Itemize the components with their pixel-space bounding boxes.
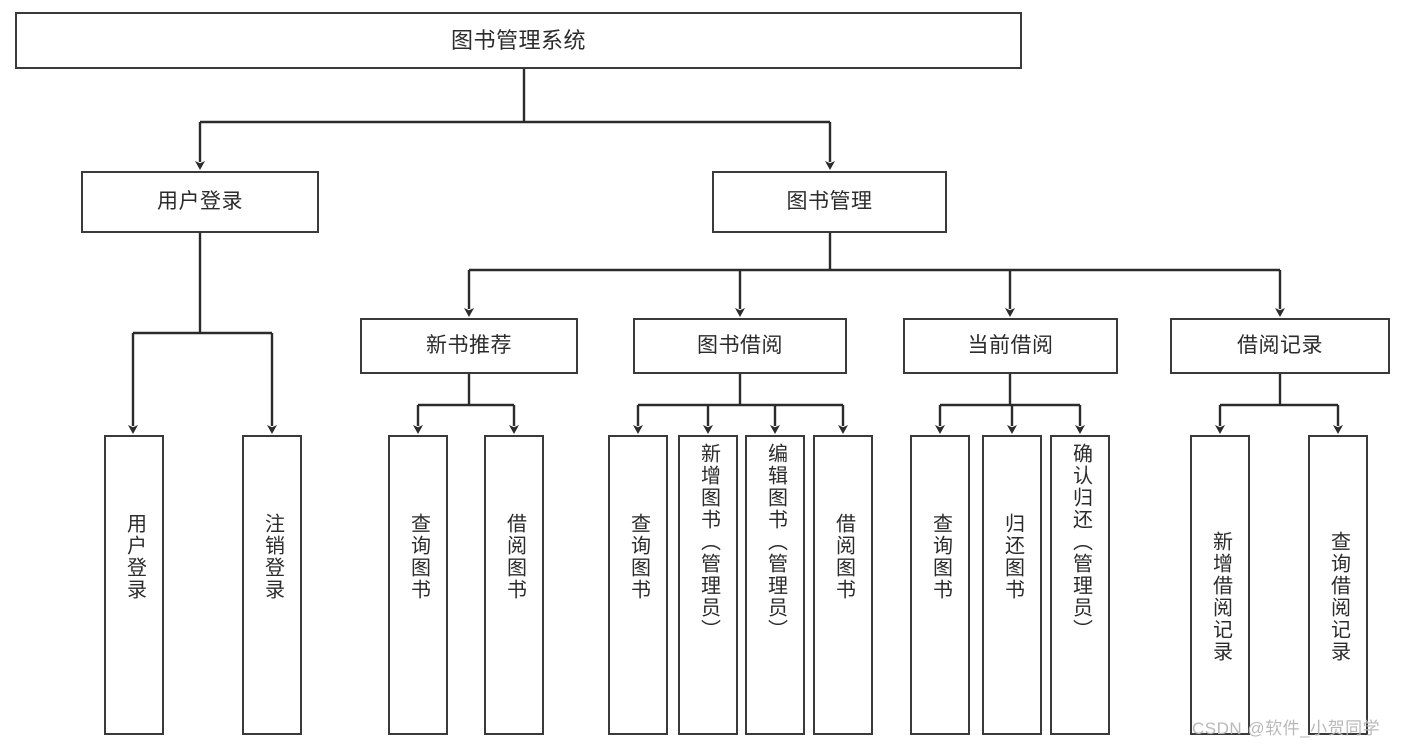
node-leaf-query-book-3[interactable]: 查询图书 [910,435,970,735]
node-leaf-add-book-label: 新增图书（管理员） [697,443,720,641]
node-leaf-query-borrow-record[interactable]: 查询借阅记录 [1308,435,1368,735]
csdn-watermark: CSDN @软件_小贺同学 [1192,719,1381,738]
node-leaf-return-book[interactable]: 归还图书 [982,435,1042,735]
node-leaf-query-book-1[interactable]: 查询图书 [388,435,448,735]
node-book-manage[interactable]: 图书管理 [712,171,947,233]
node-current-borrow[interactable]: 当前借阅 [903,318,1118,374]
node-new-book-recommend-label: 新书推荐 [426,333,512,357]
node-root-label: 图书管理系统 [450,27,586,53]
node-borrow-record-label: 借阅记录 [1237,333,1323,357]
node-leaf-confirm-return-label: 确认归还（管理员） [1069,443,1092,641]
node-root[interactable]: 图书管理系统 [15,12,1022,69]
node-leaf-query-book-1-label: 查询图书 [407,513,430,601]
node-new-book-recommend[interactable]: 新书推荐 [360,318,578,374]
node-leaf-add-borrow-record[interactable]: 新增借阅记录 [1190,435,1250,735]
node-leaf-borrow-book-2-label: 借阅图书 [832,513,855,601]
node-leaf-user-login[interactable]: 用户登录 [104,435,164,735]
node-leaf-add-borrow-record-label: 新增借阅记录 [1209,531,1232,663]
node-leaf-user-login-label: 用户登录 [123,513,146,601]
node-user-login-label: 用户登录 [157,189,243,213]
node-book-borrow-label: 图书借阅 [697,333,783,357]
node-leaf-query-borrow-record-label: 查询借阅记录 [1327,531,1350,663]
node-leaf-confirm-return[interactable]: 确认归还（管理员） [1050,435,1110,735]
node-current-borrow-label: 当前借阅 [967,333,1054,357]
node-leaf-query-book-2-label: 查询图书 [627,513,650,601]
node-leaf-add-book[interactable]: 新增图书（管理员） [678,435,738,735]
node-book-manage-label: 图书管理 [786,189,873,213]
node-leaf-query-book-2[interactable]: 查询图书 [608,435,668,735]
node-leaf-logout-login[interactable]: 注销登录 [242,435,302,735]
node-leaf-logout-login-label: 注销登录 [261,513,284,601]
node-leaf-borrow-book-1[interactable]: 借阅图书 [484,435,544,735]
node-borrow-record[interactable]: 借阅记录 [1170,318,1390,374]
node-book-borrow[interactable]: 图书借阅 [633,318,847,374]
node-leaf-return-book-label: 归还图书 [1001,513,1024,601]
node-leaf-edit-book-label: 编辑图书（管理员） [764,443,787,641]
node-leaf-borrow-book-2[interactable]: 借阅图书 [813,435,873,735]
node-user-login[interactable]: 用户登录 [81,171,319,233]
node-leaf-borrow-book-1-label: 借阅图书 [503,513,526,601]
node-leaf-edit-book[interactable]: 编辑图书（管理员） [745,435,805,735]
node-leaf-query-book-3-label: 查询图书 [929,513,952,601]
